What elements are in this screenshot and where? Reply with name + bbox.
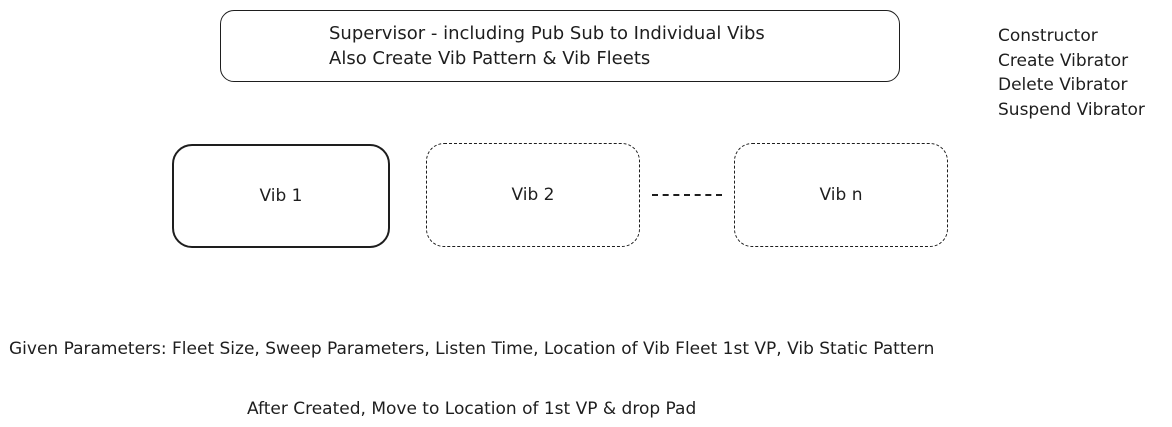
supervisor-box: Supervisor - including Pub Sub to Indivi… xyxy=(220,10,900,82)
dashed-connector xyxy=(652,194,722,196)
operation-item: Suspend Vibrator xyxy=(998,99,1145,120)
supervisor-line-2: Also Create Vib Pattern & Vib Fleets xyxy=(329,48,651,69)
vib-n-label: Vib n xyxy=(819,185,863,205)
operation-item: Delete Vibrator xyxy=(998,75,1128,95)
given-parameters-note: Given Parameters: Fleet Size, Sweep Para… xyxy=(9,339,935,359)
operation-item: Constructor xyxy=(998,26,1098,46)
vib-2-box: Vib 2 xyxy=(426,143,640,247)
vib-1-box: Vib 1 xyxy=(172,144,390,248)
vib-2-label: Vib 2 xyxy=(511,185,555,205)
after-created-note: After Created, Move to Location of 1st V… xyxy=(247,399,697,419)
supervisor-line-1: Supervisor - including Pub Sub to Indivi… xyxy=(329,23,765,44)
vib-n-box: Vib n xyxy=(734,143,948,247)
operations-list: Constructor Create Vibrator Delete Vibra… xyxy=(998,24,1145,122)
vib-1-label: Vib 1 xyxy=(259,186,303,206)
operation-item: Create Vibrator xyxy=(998,50,1129,71)
